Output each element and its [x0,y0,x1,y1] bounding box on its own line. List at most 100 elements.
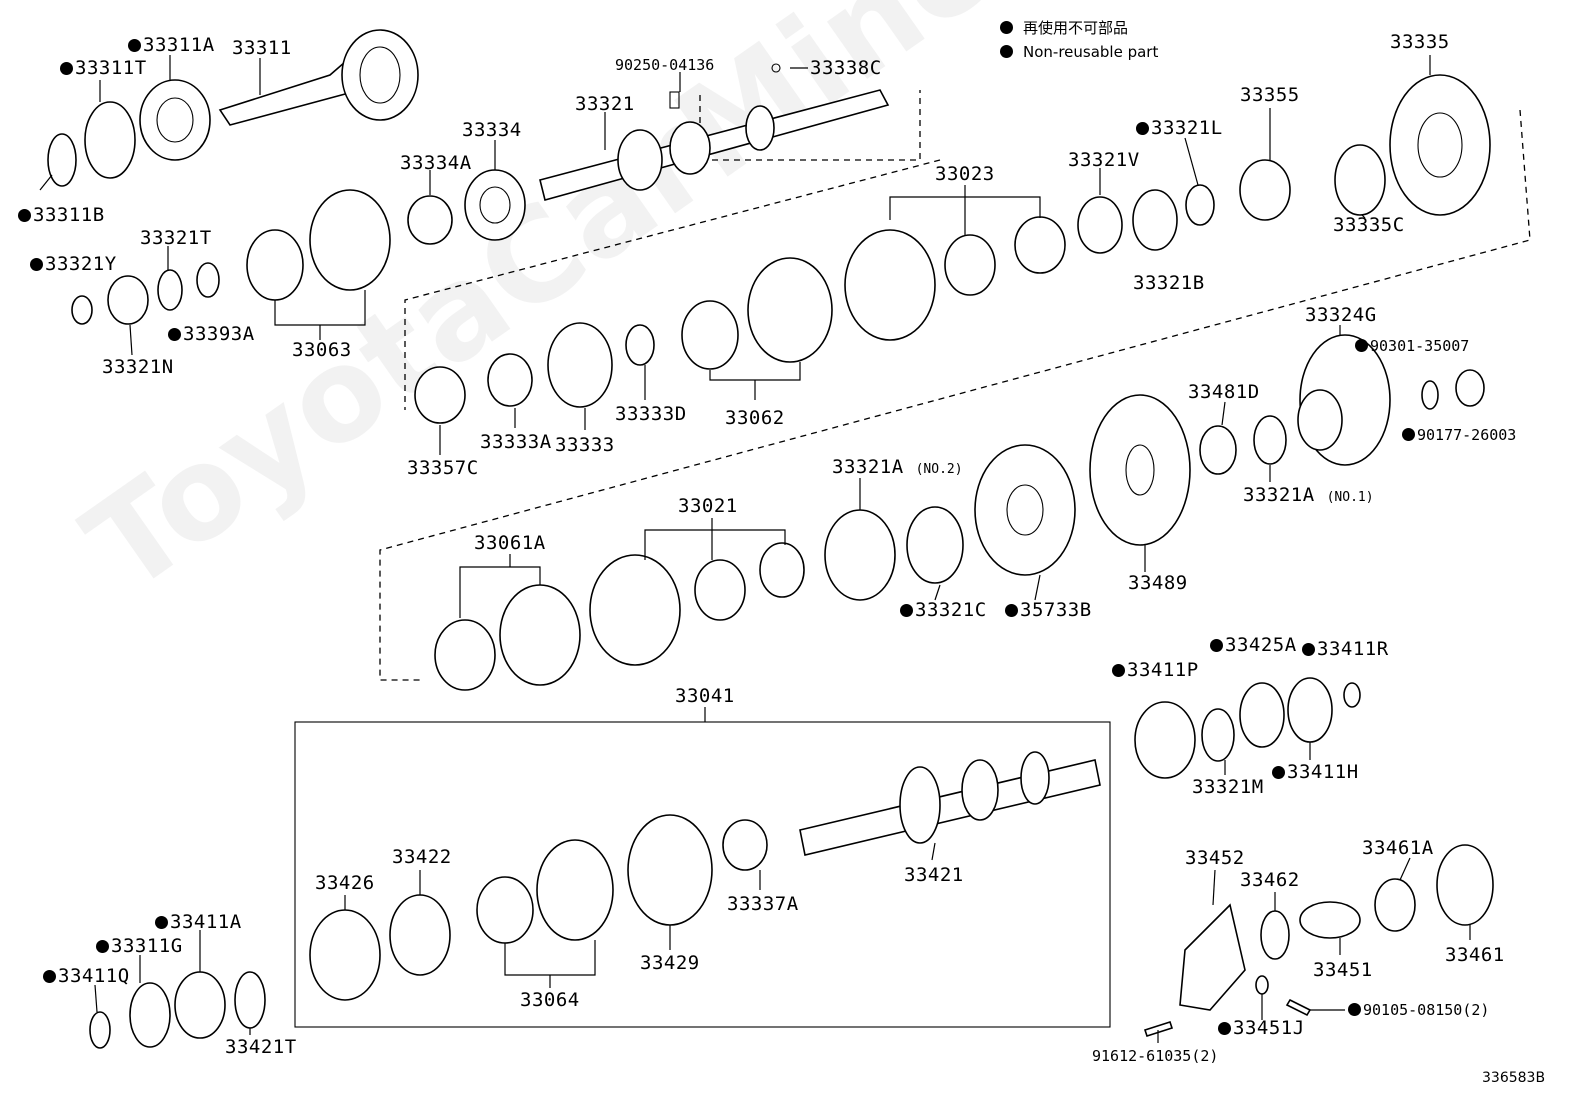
label-90250-04136[interactable]: 90250-04136 [615,56,715,74]
label-33311B[interactable]: 33311B [18,205,105,225]
snap-ring-33321L [1185,184,1215,226]
label-33411Q[interactable]: 33411Q [43,966,130,986]
label-91612-61035[interactable]: 91612-61035(2) [1092,1047,1219,1065]
label-33425A[interactable]: 33425A [1210,635,1297,655]
sleeve-33061A [499,584,581,686]
legend-non-reusable-en: Non-reusable part [1000,41,1158,63]
label-33452[interactable]: 33452 [1185,847,1245,869]
sleeve-33357C [414,366,466,424]
label-33421[interactable]: 33421 [904,864,964,886]
needle-bearing-33334A [407,195,453,245]
label-33489[interactable]: 33489 [1128,572,1188,594]
gear-33335 [1389,74,1491,216]
label-33311G[interactable]: 33311G [96,936,183,956]
label-33311A[interactable]: 33311A [128,35,215,55]
gear-33333 [547,322,613,408]
diagram-reference-number: 336583B [1482,1070,1546,1086]
gear-33422 [389,894,451,976]
snap-ring-33321M [1201,708,1235,762]
label-35733B[interactable]: 35733B [1005,600,1092,620]
label-33311[interactable]: 33311 [232,37,292,59]
label-33393A[interactable]: 33393A [168,324,255,344]
non-reusable-dot-icon [128,39,141,52]
counter-shaft-box [294,721,1111,1028]
snap-ring-33321B [1132,189,1178,251]
non-reusable-dot-icon [1348,1003,1361,1016]
label-33451[interactable]: 33451 [1313,959,1373,981]
shaft-33451 [1299,901,1361,939]
bearing-33411P [1134,701,1196,779]
label-33355[interactable]: 33355 [1240,84,1300,106]
label-33335C[interactable]: 33335C [1333,214,1405,236]
label-33041[interactable]: 33041 [675,685,735,707]
non-reusable-dot-icon [1000,45,1013,58]
label-33333D[interactable]: 33333D [615,403,687,425]
non-reusable-dot-icon [96,940,109,953]
label-33411A[interactable]: 33411A [155,912,242,932]
label-33462[interactable]: 33462 [1240,869,1300,891]
gear-33023 [844,229,936,341]
non-reusable-dot-icon [1136,122,1149,135]
label-33321C[interactable]: 33321C [900,600,987,620]
label-90177-26003[interactable]: 90177-26003 [1402,425,1516,445]
label-33321A-no2[interactable]: 33321A (NO.2) [832,456,963,478]
non-reusable-dot-icon [168,328,181,341]
non-reusable-dot-icon [1355,339,1368,352]
counter-shaft-33421 [799,751,1101,856]
snap-ring-33393A [196,262,220,298]
label-33023[interactable]: 33023 [935,163,995,185]
label-33061A[interactable]: 33061A [474,532,546,554]
label-33321N[interactable]: 33321N [102,356,174,378]
label-33321B[interactable]: 33321B [1133,272,1205,294]
non-reusable-dot-icon [1005,604,1018,617]
label-90105-08150[interactable]: 90105-08150(2) [1348,1000,1489,1020]
label-33429[interactable]: 33429 [640,952,700,974]
label-33321A-no1[interactable]: 33321A (NO.1) [1243,484,1374,506]
label-33321V[interactable]: 33321V [1068,149,1140,171]
label-33481D[interactable]: 33481D [1188,381,1260,403]
non-reusable-dot-icon [1302,643,1315,656]
bearing-33335C [1334,144,1386,216]
bearing-33337A [722,819,768,871]
label-33411H[interactable]: 33411H [1272,762,1359,782]
label-33063[interactable]: 33063 [292,339,352,361]
label-33321L[interactable]: 33321L [1136,118,1223,138]
label-33411R[interactable]: 33411R [1302,639,1389,659]
label-33321M[interactable]: 33321M [1192,776,1264,798]
gear-33426 [309,909,381,1001]
label-33021[interactable]: 33021 [678,495,738,517]
sleeve-33062 [747,257,833,363]
label-33333A[interactable]: 33333A [480,431,552,453]
bearing-33411H [1287,677,1333,743]
label-33324G[interactable]: 33324G [1305,304,1377,326]
label-33333[interactable]: 33333 [555,434,615,456]
label-33337A[interactable]: 33337A [727,893,799,915]
bearing-33321V [1077,196,1123,254]
non-reusable-dot-icon [900,604,913,617]
label-33426[interactable]: 33426 [315,872,375,894]
label-33335[interactable]: 33335 [1390,31,1450,53]
label-33062[interactable]: 33062 [725,407,785,429]
snap-ring-33421T [234,971,266,1029]
label-33334A[interactable]: 33334A [400,152,472,174]
label-33064[interactable]: 33064 [520,989,580,1011]
legend-non-reusable-ja: 再使用不可部品 [1000,17,1128,39]
label-33334[interactable]: 33334 [462,119,522,141]
label-33421T[interactable]: 33421T [225,1036,297,1058]
label-33451J[interactable]: 33451J [1218,1018,1305,1038]
washer-33462 [1260,910,1290,960]
label-33461A[interactable]: 33461A [1362,837,1434,859]
label-33321T[interactable]: 33321T [140,227,212,249]
input-shaft-33311 [218,29,419,126]
label-33357C[interactable]: 33357C [407,457,479,479]
label-33422[interactable]: 33422 [392,846,452,868]
label-33461[interactable]: 33461 [1445,944,1505,966]
label-90301-35007[interactable]: 90301-35007 [1355,336,1469,356]
label-33311T[interactable]: 33311T [60,58,147,78]
label-33321[interactable]: 33321 [575,93,635,115]
sleeve-33064 [536,839,614,941]
non-reusable-dot-icon [1112,664,1125,677]
label-33321Y[interactable]: 33321Y [30,254,117,274]
label-33338C[interactable]: 33338C [810,57,882,79]
label-33411P[interactable]: 33411P [1112,660,1199,680]
